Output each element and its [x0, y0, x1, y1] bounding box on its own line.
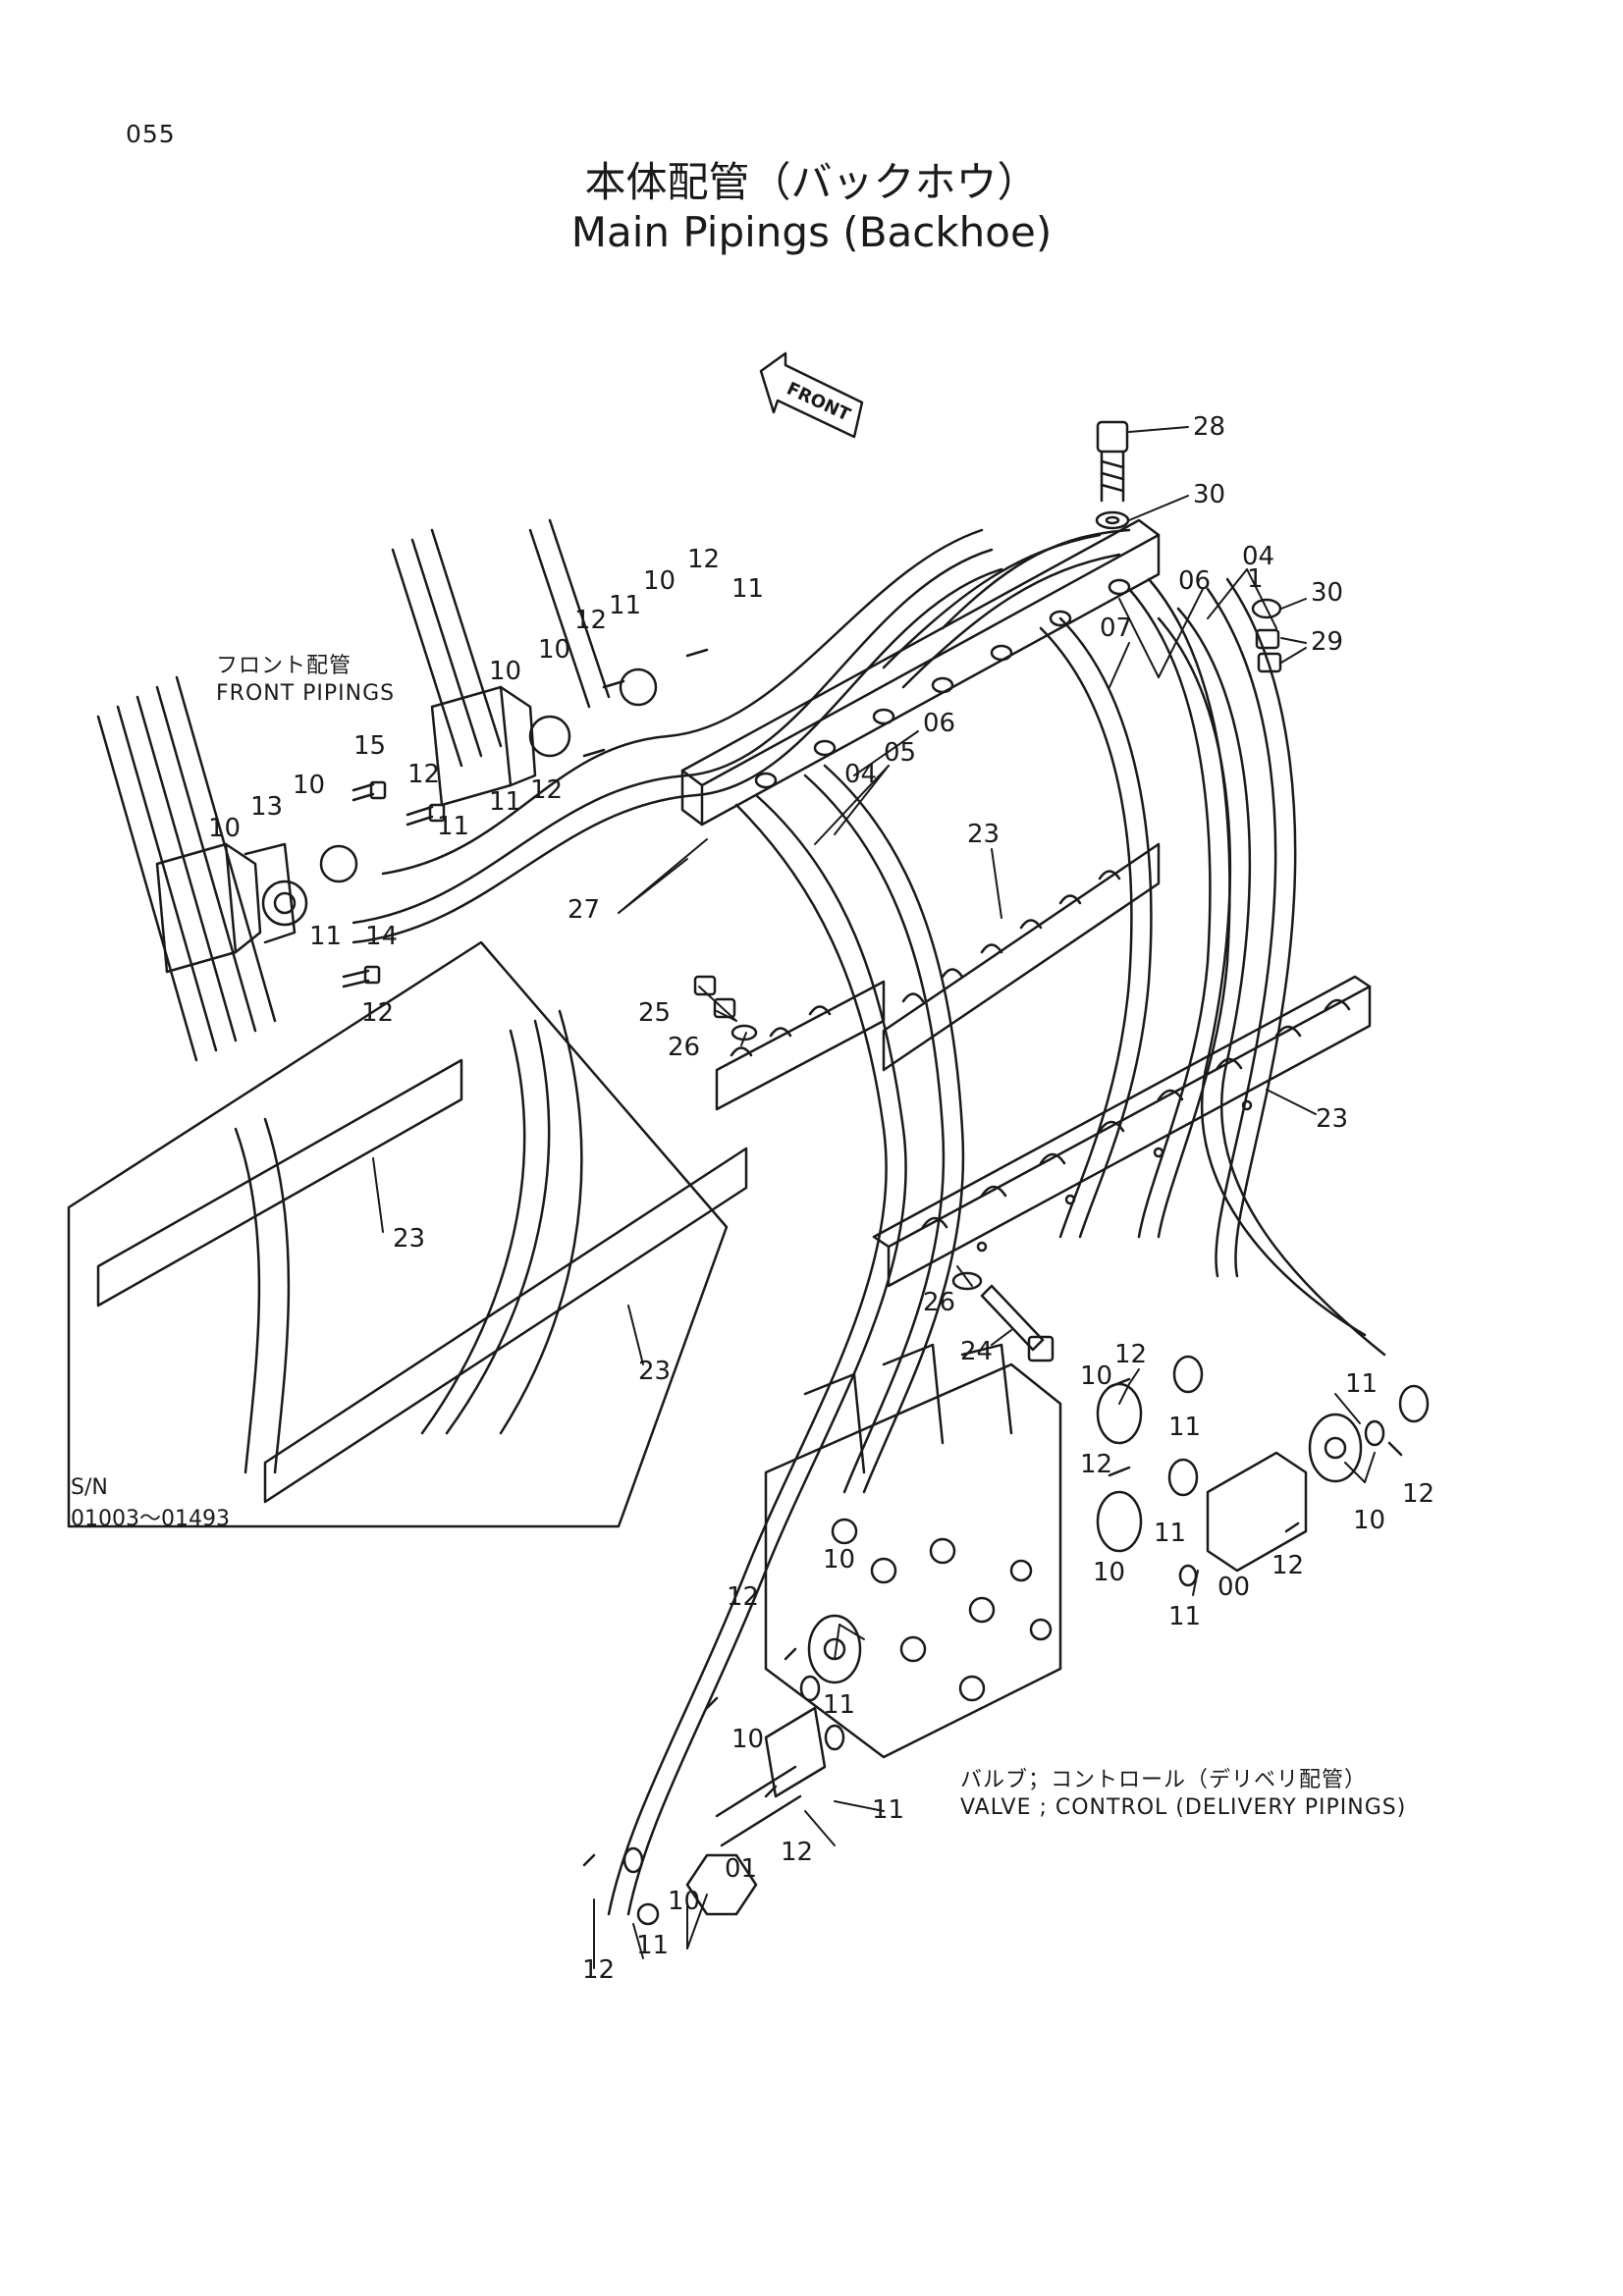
title-japanese: 本体配管（バックホウ） [584, 158, 1039, 206]
page-number: 055 [126, 120, 176, 148]
callout-12: 12 [1114, 1340, 1147, 1369]
callout-10: 10 [1080, 1362, 1112, 1391]
callout-23: 23 [638, 1357, 671, 1386]
callout-10: 10 [643, 566, 676, 596]
callout-11: 11 [1168, 1413, 1201, 1442]
callout-12: 12 [361, 998, 394, 1028]
callout-10: 10 [489, 657, 521, 686]
bolt-24 [951, 1271, 1055, 1362]
valve-control-jp: バルブ；コントロール（デリベリ配管） [960, 1768, 1368, 1792]
callout-27: 27 [568, 895, 600, 925]
serial-prefix: S/N [71, 1475, 108, 1500]
callout-24: 24 [960, 1337, 993, 1366]
valve-control-label: バルブ；コントロール（デリベリ配管） VALVE ; CONTROL (DELI… [960, 1767, 1406, 1822]
valve-flanges [622, 1355, 1430, 1926]
callout-11: 11 [609, 591, 641, 620]
callout-10: 10 [1093, 1558, 1125, 1587]
bolt-28 [1095, 420, 1130, 530]
callout-25: 25 [638, 998, 671, 1028]
pipe-clamp-block-27 [680, 518, 1161, 827]
callout-14: 14 [365, 922, 398, 951]
callout-30: 30 [1193, 480, 1225, 509]
clamp-bar-23-middle [715, 980, 886, 1111]
callout-10: 10 [208, 814, 241, 843]
callout-11: 11 [489, 787, 521, 817]
callout-11: 11 [309, 922, 342, 951]
callout-05: 05 [884, 738, 916, 768]
callout-28: 28 [1193, 412, 1225, 442]
valve-control-en: VALVE ; CONTROL (DELIVERY PIPINGS) [960, 1795, 1407, 1820]
control-valve-body [764, 1343, 1062, 1759]
callout-11: 11 [1168, 1602, 1201, 1631]
callout-11: 11 [1154, 1519, 1186, 1548]
front-pipings-label: フロント配管 FRONT PIPINGS [216, 653, 395, 708]
clamp-bar-23-upper [882, 842, 1161, 1072]
callout-23: 23 [967, 820, 1000, 849]
callout-01: 01 [725, 1854, 757, 1884]
callout-10: 10 [293, 771, 325, 800]
callout-29: 29 [1311, 627, 1343, 657]
callout-10: 10 [668, 1887, 700, 1916]
callout-11: 11 [437, 812, 469, 841]
callout-00: 00 [1217, 1573, 1250, 1602]
callout-06: 06 [1178, 566, 1211, 596]
callout-10: 10 [1353, 1506, 1385, 1535]
callout-04: 04 [844, 760, 877, 789]
callout-10: 10 [731, 1725, 764, 1754]
title-english: Main Pipings (Backhoe) [570, 208, 1053, 256]
callout-12: 12 [1402, 1479, 1434, 1509]
callout-12: 12 [1080, 1450, 1112, 1479]
callout-13: 13 [250, 792, 283, 822]
callout-23: 23 [1316, 1104, 1348, 1134]
callout-15: 15 [353, 731, 386, 761]
main-pipes [352, 528, 1386, 1916]
callout-12: 12 [530, 775, 563, 805]
callout-12: 12 [687, 545, 720, 574]
callout-04: 04 [1242, 542, 1274, 571]
callout-11: 11 [1345, 1369, 1378, 1399]
callout-07: 07 [1100, 614, 1132, 643]
inset-box [67, 940, 748, 1528]
small-bolts [342, 648, 1403, 1867]
callout-10: 10 [823, 1545, 855, 1575]
callout-26: 26 [668, 1033, 700, 1062]
callout-12: 12 [781, 1838, 813, 1867]
front-arrow-icon: FRONT [759, 351, 864, 439]
callout-11: 11 [636, 1931, 669, 1960]
callout-12: 12 [1271, 1551, 1304, 1580]
front-pipings-en: FRONT PIPINGS [216, 681, 396, 706]
callout-12: 12 [574, 606, 607, 635]
callout-26: 26 [923, 1288, 955, 1317]
clamp-bar-23-lower [872, 975, 1372, 1288]
callout-11: 11 [823, 1690, 855, 1720]
callout-12: 12 [727, 1582, 759, 1612]
front-pipings-jp: フロント配管 [216, 654, 352, 678]
upper-loops [882, 528, 1131, 689]
callout-06: 06 [923, 709, 955, 738]
callout-11: 11 [731, 574, 764, 604]
callout-23: 23 [393, 1224, 425, 1254]
callout-12: 12 [407, 760, 440, 789]
part-callouts: 28 30 04 1 30 29 06 07 06 05 04 23 27 12… [208, 412, 1434, 1985]
nuts-25 [693, 975, 758, 1041]
callout-30: 30 [1311, 578, 1343, 608]
callout-1: 1 [1247, 564, 1264, 594]
front-valve-cluster [96, 518, 658, 1062]
callout-12: 12 [582, 1955, 615, 1985]
leader-lines [372, 426, 1376, 1969]
callout-10: 10 [538, 635, 570, 665]
callout-11: 11 [872, 1795, 904, 1825]
